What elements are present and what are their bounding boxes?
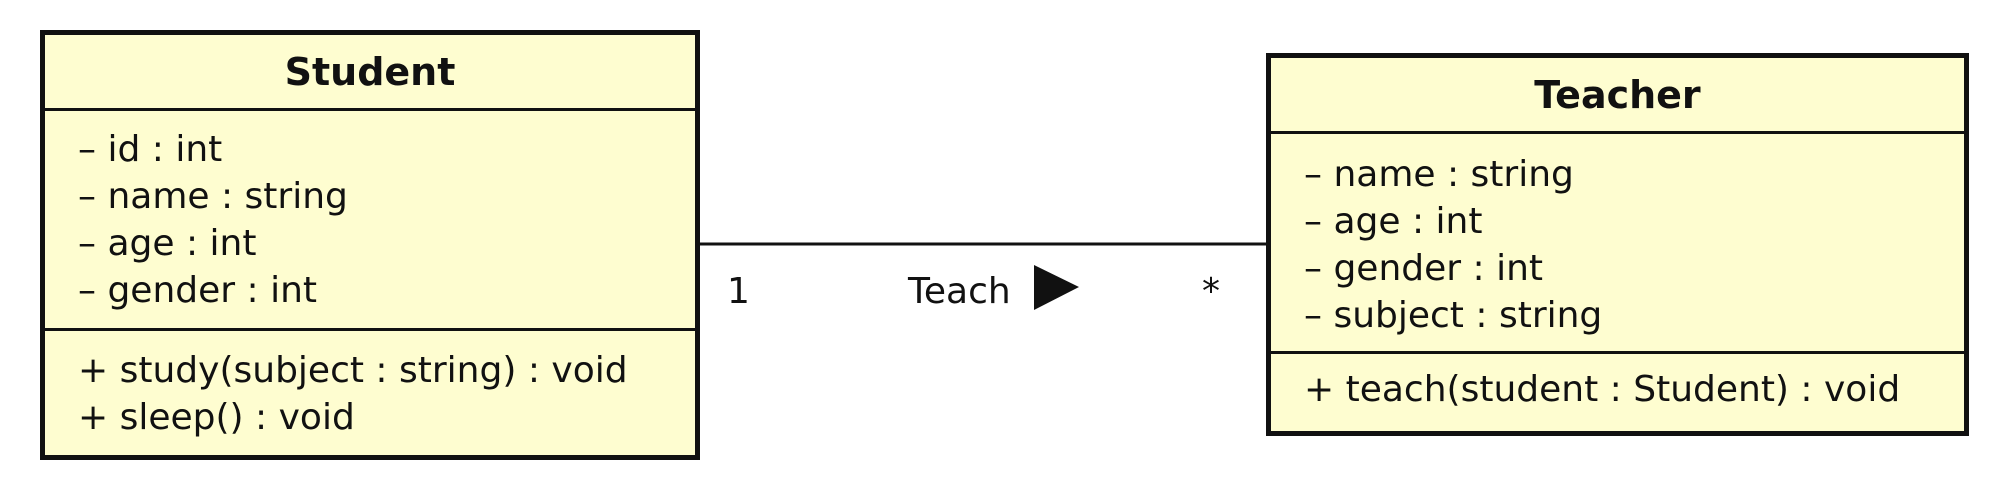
attribute-item: – id : int xyxy=(78,129,223,170)
attribute-item: – gender : int xyxy=(1304,248,1544,289)
class-teacher[interactable]: Teacher – name : string – age : int – ge… xyxy=(1266,53,1969,436)
attribute-item: – name : string xyxy=(78,176,348,217)
source-multiplicity: 1 xyxy=(727,271,750,312)
attributes-compartment: – id : int – name : string – age : int –… xyxy=(45,111,695,331)
class-student[interactable]: Student – id : int – name : string – age… xyxy=(40,30,700,460)
operation-item: + study(subject : string) : void xyxy=(78,350,628,391)
operation-item: + sleep() : void xyxy=(78,397,355,438)
operations-compartment: + study(subject : string) : void + sleep… xyxy=(45,331,695,441)
operation-item: + teach(student : Student) : void xyxy=(1304,369,1901,410)
attribute-item: – gender : int xyxy=(78,270,318,311)
attribute-item: – name : string xyxy=(1304,154,1574,195)
attributes-compartment: – name : string – age : int – gender : i… xyxy=(1271,134,1964,354)
attribute-item: – age : int xyxy=(1304,201,1483,242)
class-name: Teacher xyxy=(1271,58,1964,134)
association-name: Teach xyxy=(908,271,1011,312)
target-multiplicity: * xyxy=(1202,271,1220,312)
association-direction-arrow-icon xyxy=(1034,265,1079,310)
attribute-item: – subject : string xyxy=(1304,295,1603,336)
class-name: Student xyxy=(45,35,695,111)
operations-compartment: + teach(student : Student) : void xyxy=(1271,354,1964,413)
attribute-item: – age : int xyxy=(78,223,257,264)
